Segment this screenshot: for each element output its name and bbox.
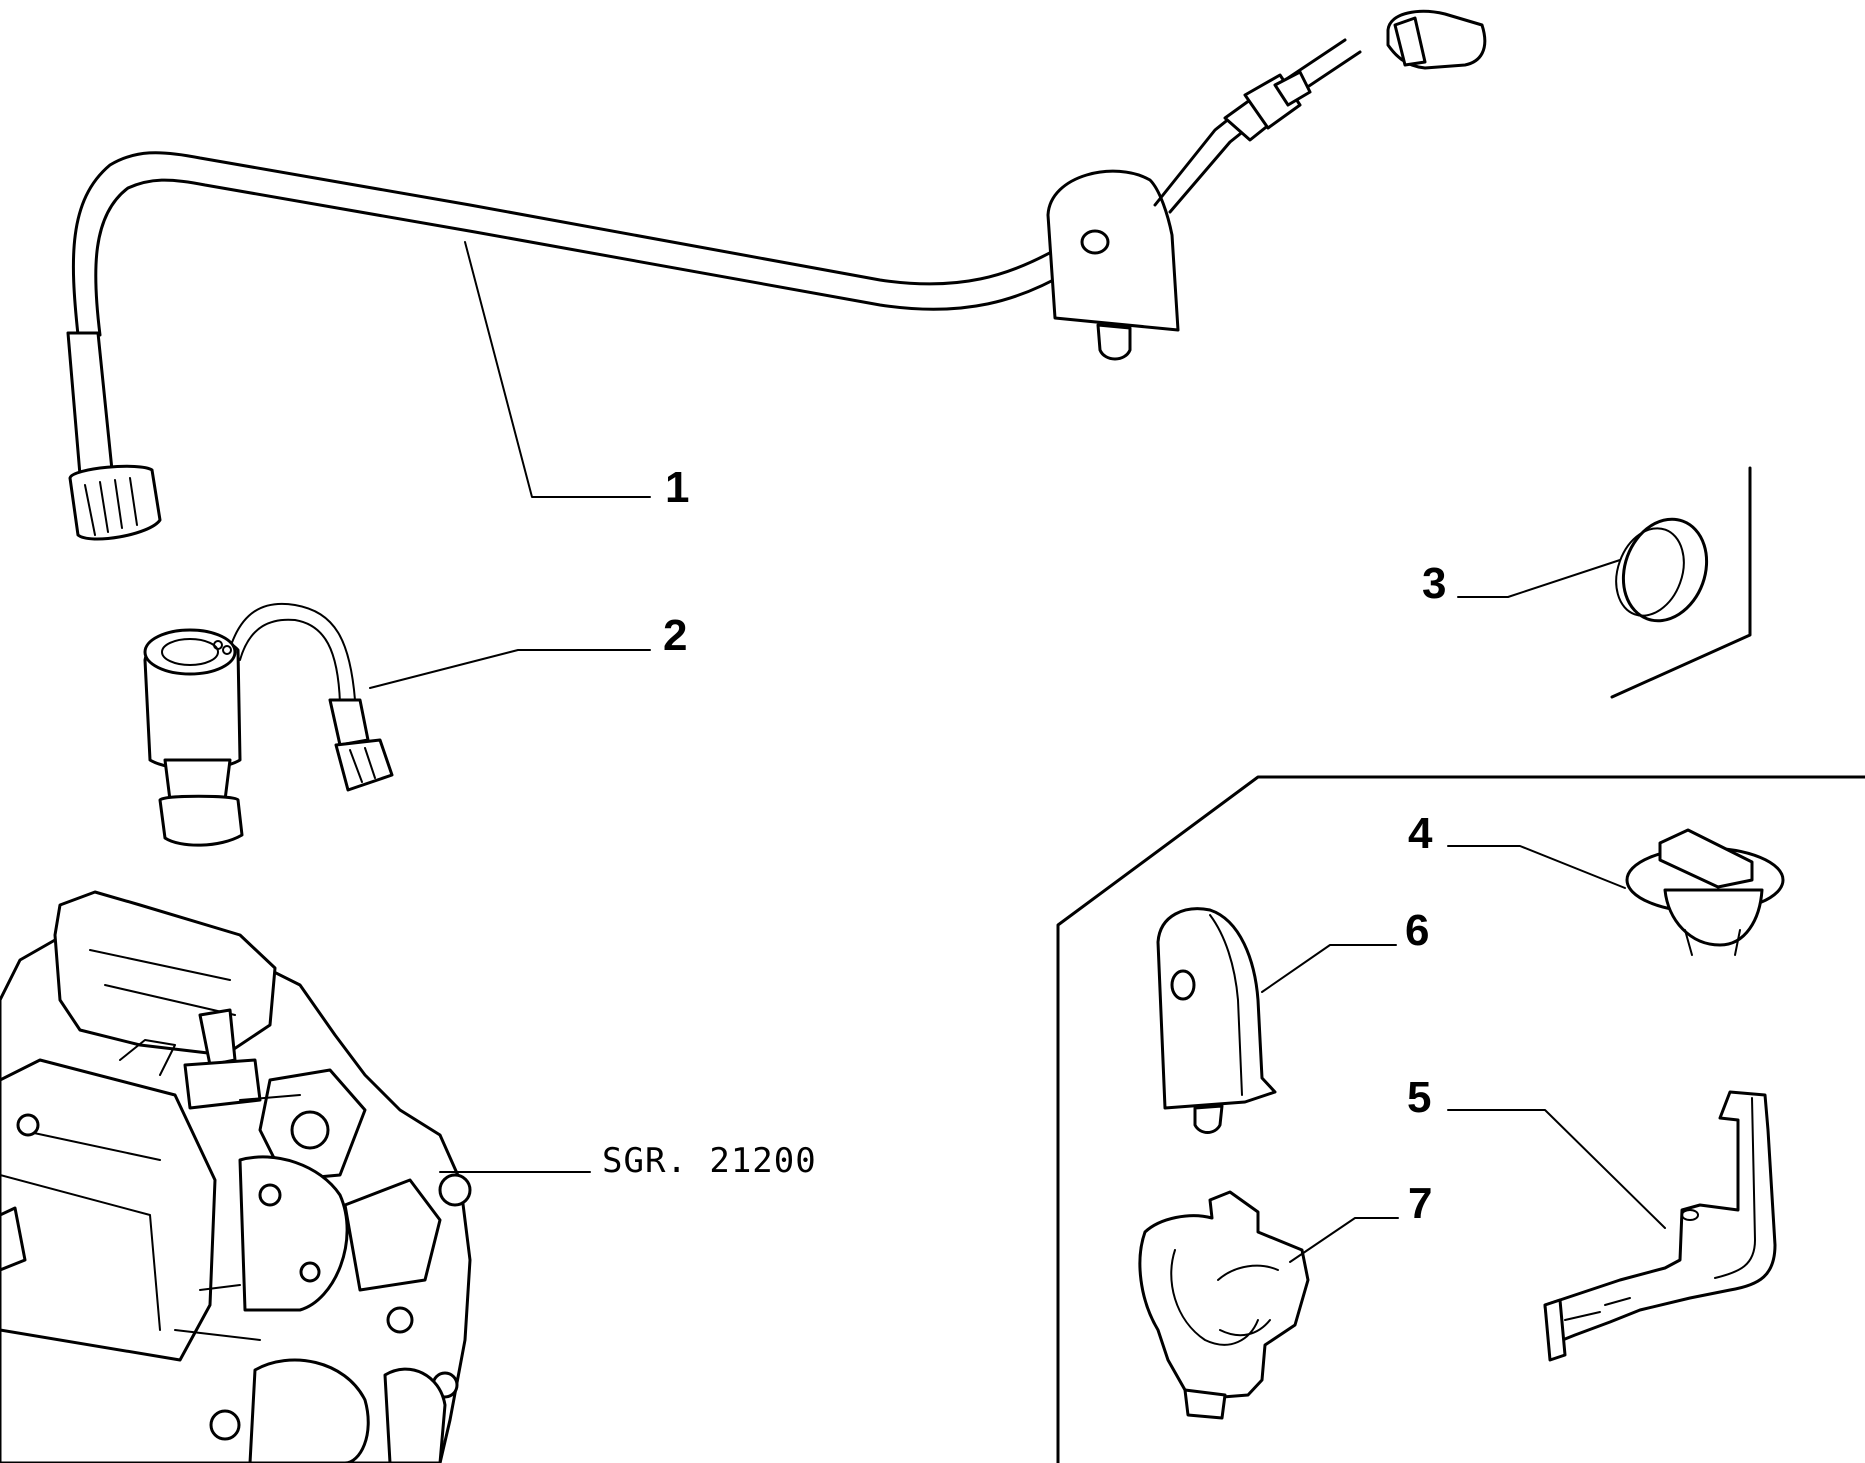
callout-2: 2 (663, 611, 687, 660)
part-2-sensor (143, 602, 651, 847)
part-1-speedometer-cable (66, 9, 1487, 541)
part-4-push-clip (1447, 828, 1785, 956)
part-7-cable-clip (1138, 1190, 1399, 1420)
callout-6: 6 (1405, 906, 1429, 955)
callout-4: 4 (1408, 809, 1433, 858)
parts-group-divider (1056, 775, 1865, 1463)
part-6-cover (1156, 907, 1397, 1134)
callout-7: 7 (1408, 1179, 1432, 1228)
callout-1: 1 (665, 463, 689, 512)
part-5-bracket (1447, 1090, 1777, 1362)
callout-5: 5 (1407, 1073, 1431, 1122)
part-3-plug-cap (1457, 466, 1752, 699)
reference-label: SGR. 21200 (602, 1141, 817, 1181)
gearbox-assembly (0, 890, 591, 1463)
callout-3: 3 (1422, 559, 1446, 608)
